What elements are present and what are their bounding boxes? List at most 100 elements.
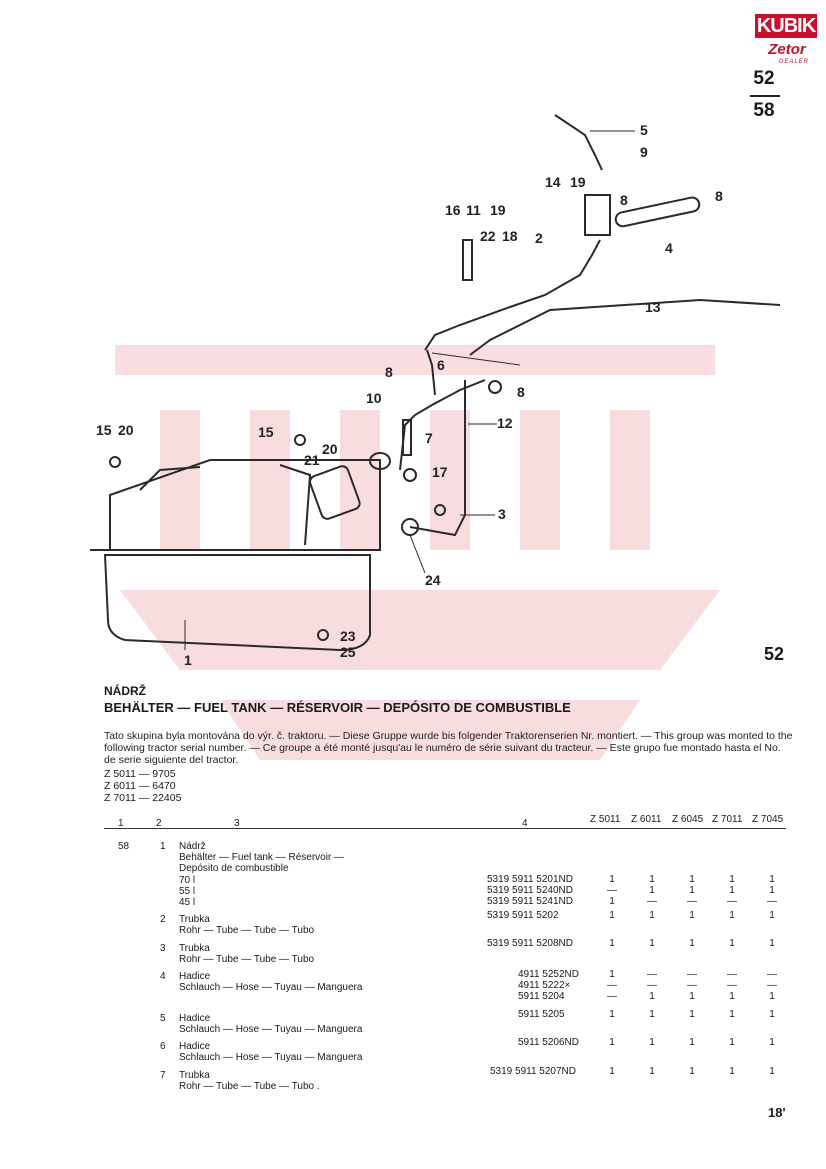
- row-1-v1-q5: 1: [769, 874, 775, 885]
- model-header-z7011: Z 7011: [712, 814, 743, 825]
- row-1-v3-q5: —: [767, 896, 777, 907]
- row-5-pos: 5: [160, 1013, 166, 1024]
- callout-25: 25: [340, 644, 356, 660]
- row-1-v3-q3: —: [687, 896, 697, 907]
- row-4-v2-q4: —: [727, 980, 737, 991]
- kubik-zetor-logo: KUBIK Zetor DEALER: [755, 14, 817, 66]
- callout-6: 6: [437, 357, 445, 373]
- tube-3: [409, 455, 466, 537]
- row-2-desc-0: Trubka: [179, 914, 210, 925]
- bracket-11: [462, 239, 473, 281]
- section-note: Tato skupina byla montována do výr. č. t…: [104, 730, 793, 766]
- callout-8-c: 8: [385, 364, 393, 380]
- page-number-top: 52: [753, 68, 775, 89]
- banjo-10: [403, 468, 417, 482]
- row-6-q4: 1: [729, 1037, 735, 1048]
- serial-z7011: Z 7011 — 22405: [104, 792, 182, 804]
- callout-1: 1: [184, 652, 192, 668]
- watermark: [115, 345, 720, 760]
- row-4-desc-0: Hadice: [179, 971, 211, 982]
- row-4-v2-q2: —: [647, 980, 657, 991]
- row-1-variant-3-label: 45 l: [179, 897, 196, 908]
- callout-7: 7: [425, 430, 433, 446]
- logo-bottom-text: Zetor: [768, 41, 806, 58]
- row-6-desc-1: Schlauch — Hose — Tuyau — Manguera: [179, 1052, 363, 1063]
- row-1-v1-q2: 1: [649, 874, 655, 885]
- row-7-q4: 1: [729, 1066, 735, 1077]
- col-label-1: 1: [118, 818, 124, 829]
- callout-19: 19: [490, 202, 506, 218]
- callout-15: 15: [258, 424, 274, 440]
- callout-15-left: 15: [96, 422, 112, 438]
- tube-7: [399, 379, 486, 471]
- row-4-v1-q5: —: [767, 969, 777, 980]
- row-5-part: 5911 5205: [518, 1009, 565, 1020]
- fuel-tank-exploded-diagram: 5 9 14 19 8 8 16 11 19 22 18 2 4 13 6 8 …: [90, 114, 781, 668]
- row-1-v1-q4: 1: [729, 874, 735, 885]
- row-3-desc-0: Trubka: [179, 943, 210, 954]
- row-2-q4: 1: [729, 910, 735, 921]
- row-7-desc-1: Rohr — Tube — Tube — Tubo .: [179, 1081, 320, 1092]
- group-code: 58: [118, 841, 130, 852]
- row-1-variant-2-part: 5319 5911 5240ND: [487, 885, 573, 896]
- row-1-v1-q1: 1: [609, 874, 615, 885]
- callout-18: 18: [502, 228, 518, 244]
- row-3-q2: 1: [649, 938, 655, 949]
- row-4-v1-q3: —: [687, 969, 697, 980]
- row-1-desc-0: Nádrž: [179, 841, 206, 852]
- model-header-z7045: Z 7045: [752, 814, 784, 825]
- row-4-pos: 4: [160, 971, 166, 982]
- hose-5: [554, 114, 603, 171]
- row-5-q1: 1: [609, 1009, 615, 1020]
- row-4-v3-part: 5911 5204: [518, 991, 565, 1002]
- row-3-q4: 1: [729, 938, 735, 949]
- row-2-desc-1: Rohr — Tube — Tube — Tubo: [179, 925, 315, 936]
- filler-neck: [309, 465, 361, 520]
- section-title-main: BEHÄLTER — FUEL TANK — RÉSERVOIR — DEPÓS…: [104, 700, 571, 715]
- row-4-v2-part: 4911 5222×: [518, 980, 571, 991]
- row-6-q1: 1: [609, 1037, 615, 1048]
- row-4-desc-1: Schlauch — Hose — Tuyau — Manguera: [179, 982, 363, 993]
- row-4-v2-q1: —: [607, 980, 617, 991]
- row-6-pos: 6: [160, 1041, 166, 1052]
- callout-16: 16: [445, 202, 461, 218]
- logo-sub-text: DEALER: [779, 59, 810, 65]
- row-6-q5: 1: [769, 1037, 775, 1048]
- row-5-q5: 1: [769, 1009, 775, 1020]
- callout-21: 21: [304, 452, 320, 468]
- row-4-v1-q2: —: [647, 969, 657, 980]
- row-4-v3-q2: 1: [649, 991, 655, 1002]
- row-4-v2-q3: —: [687, 980, 697, 991]
- callout-10: 10: [366, 390, 382, 406]
- row-5-desc-1: Schlauch — Hose — Tuyau — Manguera: [179, 1024, 363, 1035]
- callout-8-b: 8: [715, 188, 723, 204]
- row-2-part: 5319 5911 5202: [487, 910, 559, 921]
- model-header-z6045: Z 6045: [672, 814, 704, 825]
- row-4-v2-q5: —: [767, 980, 777, 991]
- row-2-q5: 1: [769, 910, 775, 921]
- row-1-variant-3-part: 5319 5911 5241ND: [487, 896, 573, 907]
- row-1-v2-q4: 1: [729, 885, 735, 896]
- row-4-v3-q1: —: [607, 991, 617, 1002]
- hose-7: [402, 419, 412, 456]
- row-4-v1-q4: —: [727, 969, 737, 980]
- row-2-q3: 1: [689, 910, 695, 921]
- callout-20: 20: [322, 441, 338, 457]
- callout-2: 2: [535, 230, 543, 246]
- row-1-desc-1: Behälter — Fuel tank — Réservoir —: [179, 852, 345, 863]
- model-header-z6011: Z 6011: [631, 814, 662, 825]
- row-6-q2: 1: [649, 1037, 655, 1048]
- row-1-v3-q4: —: [727, 896, 737, 907]
- row-4-v3-q5: 1: [769, 991, 775, 1002]
- row-5-q4: 1: [729, 1009, 735, 1020]
- row-3-q5: 1: [769, 938, 775, 949]
- logo-top-text: KUBIK: [755, 14, 817, 38]
- col-label-3: 3: [234, 818, 240, 829]
- row-6-part: 5911 5206ND: [518, 1037, 579, 1048]
- hose-6: [426, 349, 436, 396]
- callout-13: 13: [645, 299, 661, 315]
- row-4-v3-q3: 1: [689, 991, 695, 1002]
- row-1-pos: 1: [160, 841, 166, 852]
- row-1-v2-q5: 1: [769, 885, 775, 896]
- row-4-v3-q4: 1: [729, 991, 735, 1002]
